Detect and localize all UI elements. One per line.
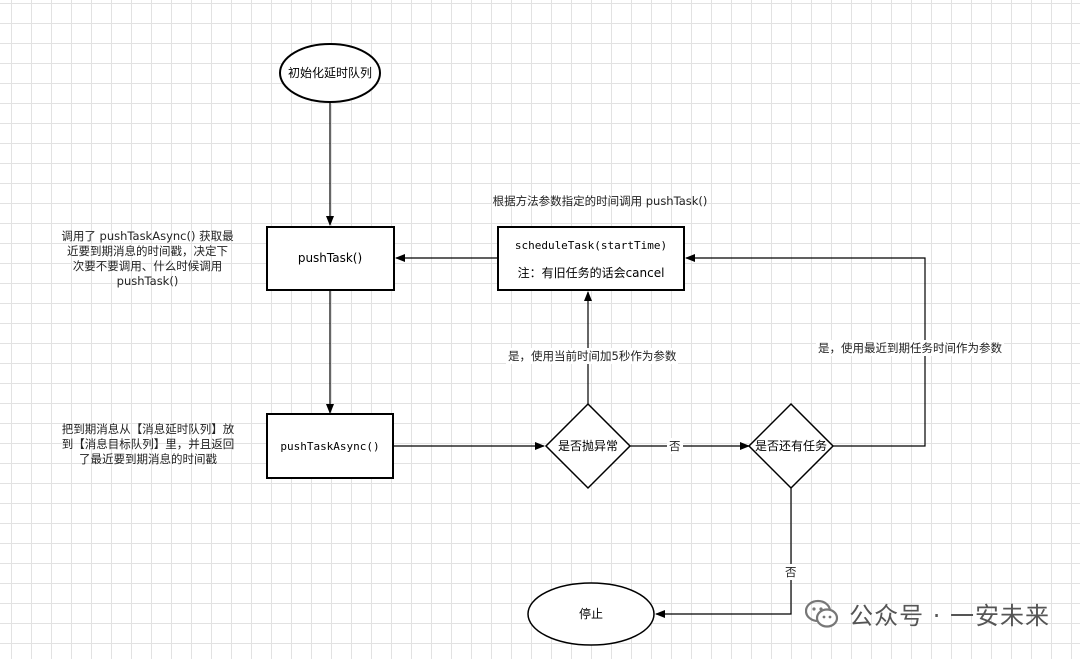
node-push-task: pushTask() xyxy=(266,226,395,291)
node-push-task-async-label: pushTaskAsync() xyxy=(280,440,379,453)
note-push-task-line: 次要不要调用、什么时候调用 xyxy=(72,259,223,273)
node-push-task-async: pushTaskAsync() xyxy=(266,413,394,479)
note-push-task: 调用了 pushTaskAsync() 获取最 近要到期消息的时间戳，决定下 次… xyxy=(50,229,245,289)
node-schedule-task: scheduleTask(startTime) 注：有旧任务的话会cancel xyxy=(497,226,685,291)
node-decision-has-task-label: 是否还有任务 xyxy=(755,438,827,453)
note-push-task-async-line: 把到期消息从【消息延时队列】放 xyxy=(61,422,235,436)
note-schedule: 根据方法参数指定的时间调用 pushTask() xyxy=(492,194,708,208)
node-schedule-task-line2: 注：有旧任务的话会cancel xyxy=(518,265,665,280)
watermark: 公众号 · 一安未来 xyxy=(805,596,1050,631)
note-push-task-async: 把到期消息从【消息延时队列】放 到【消息目标队列】里，并且返回 了最近要到期消息… xyxy=(48,422,248,467)
watermark-text: 公众号 · 一安未来 xyxy=(849,602,1050,630)
node-stop-label: 停止 xyxy=(579,606,603,621)
edge-label-has-task-yes: 是，使用最近到期任务时间作为参数 xyxy=(816,340,1004,356)
note-push-task-line: 调用了 pushTaskAsync() 获取最 xyxy=(61,229,234,243)
node-start: 初始化延时队列 xyxy=(279,43,381,103)
note-push-task-async-line: 到【消息目标队列】里，并且返回 xyxy=(61,437,235,451)
edge-label-exception-no: 否 xyxy=(667,438,683,454)
note-push-task-line: pushTask() xyxy=(116,274,179,288)
edge-hastask-no-to-stop xyxy=(655,488,792,618)
node-push-task-label: pushTask() xyxy=(298,251,362,265)
edge-label-has-task-no: 否 xyxy=(783,564,799,580)
node-stop: 停止 xyxy=(527,582,655,646)
node-decision-exception: 是否抛异常 xyxy=(544,402,632,490)
wechat-icon xyxy=(805,599,839,628)
edge-label-exception-yes: 是，使用当前时间加5秒作为参数 xyxy=(506,348,679,364)
node-decision-exception-label: 是否抛异常 xyxy=(558,438,618,453)
note-push-task-async-line: 了最近要到期消息的时间戳 xyxy=(79,452,217,466)
node-schedule-task-line1: scheduleTask(startTime) xyxy=(515,239,667,252)
node-start-label: 初始化延时队列 xyxy=(288,65,372,80)
note-push-task-line: 近要到期消息的时间戳，决定下 xyxy=(67,244,228,258)
node-decision-has-task: 是否还有任务 xyxy=(747,402,835,490)
